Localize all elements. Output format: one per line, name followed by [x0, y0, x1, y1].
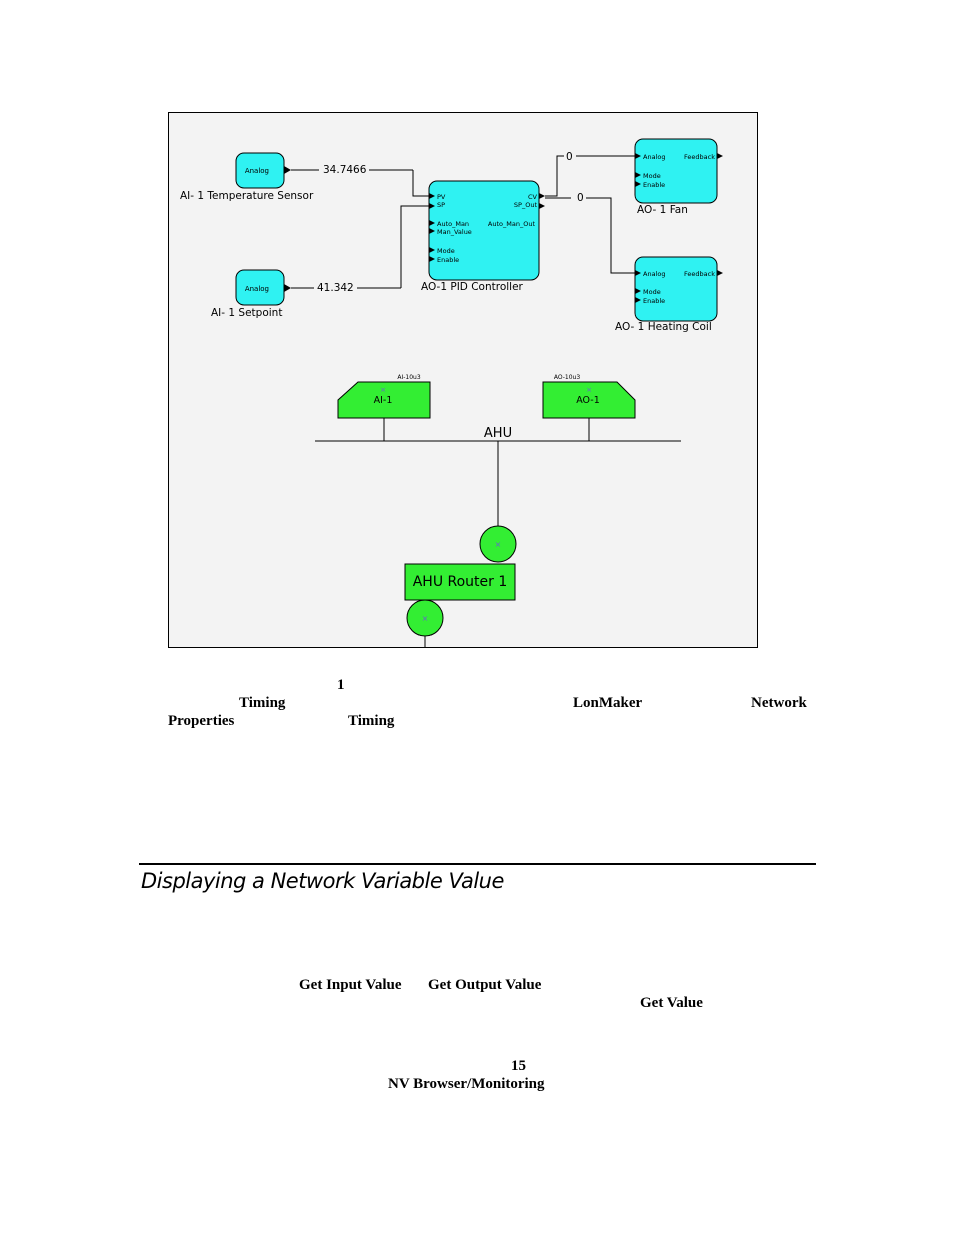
- pid-input-pv: PV: [437, 193, 446, 201]
- coil-value: 0: [577, 192, 584, 204]
- section-heading: Displaying a Network Variable Value: [141, 869, 504, 893]
- ai-temp-value: 34.7466: [323, 164, 367, 176]
- connection-wires: [291, 155, 635, 289]
- figure-number: 1: [337, 677, 345, 693]
- ai-setpoint-block[interactable]: Analog AI- 1 Setpoint 41.342: [211, 269, 354, 319]
- status-x-icon: ×: [586, 386, 592, 394]
- coil-port-icons: [635, 270, 723, 303]
- timing-term-2: Timing: [348, 713, 395, 729]
- fan-label: AO- 1 Fan: [637, 204, 688, 216]
- device-ai-1[interactable]: AI-10u3 × AI-1: [337, 374, 431, 419]
- get-value-term: Get Value: [640, 995, 703, 1011]
- pid-output-auto-man-out: Auto_Man_Out: [488, 220, 536, 228]
- pid-label: AO-1 PID Controller: [421, 281, 524, 293]
- pid-input-mode: Mode: [437, 247, 455, 255]
- coil-output-feedback: Feedback: [684, 270, 715, 278]
- coil-input-enable: Enable: [643, 297, 665, 305]
- status-x-icon: ×: [495, 540, 502, 549]
- pid-input-auto-man: Auto_Man: [437, 220, 469, 228]
- nv-browser-term: NV Browser/Monitoring: [388, 1076, 545, 1092]
- router-name: AHU Router 1: [413, 574, 508, 590]
- ai-setpoint-port-label: Analog: [245, 285, 269, 293]
- figure-15-number: 15: [511, 1058, 526, 1074]
- network-diagram-figure: Analog AI- 1 Temperature Sensor 34.7466 …: [168, 112, 758, 648]
- pid-controller-block[interactable]: PV SP Auto_Man Man_Value Mode Enable CV …: [421, 180, 545, 293]
- timing-term: Timing: [239, 695, 286, 711]
- pid-input-enable: Enable: [437, 256, 459, 264]
- pid-output-cv: CV: [528, 193, 538, 201]
- network-term: Network: [751, 695, 807, 711]
- fan-input-analog: Analog: [643, 153, 665, 161]
- ahu-router[interactable]: × AHU Router 1 ×: [404, 525, 517, 647]
- get-input-value-term: Get Input Value: [299, 977, 402, 993]
- pid-input-sp: SP: [437, 201, 445, 209]
- lonmaker-term: LonMaker: [573, 695, 643, 711]
- fan-input-enable: Enable: [643, 181, 665, 189]
- ai-temp-label: AI- 1 Temperature Sensor: [180, 190, 314, 202]
- ai-temperature-sensor-block[interactable]: Analog AI- 1 Temperature Sensor 34.7466: [180, 152, 367, 202]
- output-port-icon: [284, 284, 291, 292]
- ahu-channel-label: AHU: [484, 426, 512, 441]
- fan-value: 0: [566, 151, 573, 163]
- device-ao-1[interactable]: AO-10u3 × AO-1: [542, 374, 636, 419]
- coil-input-mode: Mode: [643, 288, 661, 296]
- coil-input-analog: Analog: [643, 270, 665, 278]
- device-ai-type: AI-10u3: [397, 374, 420, 381]
- output-port-icon: [284, 166, 291, 174]
- ao-fan-block[interactable]: Analog Mode Enable Feedback AO- 1 Fan 0: [566, 138, 723, 216]
- ai-temp-port-label: Analog: [245, 167, 269, 175]
- fan-input-mode: Mode: [643, 172, 661, 180]
- fan-output-feedback: Feedback: [684, 153, 715, 161]
- ai-setpoint-value: 41.342: [317, 282, 354, 294]
- network-diagram: Analog AI- 1 Temperature Sensor 34.7466 …: [180, 138, 723, 647]
- device-ai-name: AI-1: [374, 395, 393, 406]
- properties-term: Properties: [168, 713, 235, 729]
- fan-port-icons: [635, 153, 723, 187]
- pid-output-sp-out: SP_Out: [514, 201, 538, 209]
- status-x-icon: ×: [422, 614, 429, 623]
- status-x-icon: ×: [380, 386, 386, 394]
- section-divider: [139, 863, 816, 865]
- pid-input-port-icons: [429, 193, 545, 262]
- ahu-channel[interactable]: [315, 418, 681, 526]
- ao-heating-coil-block[interactable]: Analog Mode Enable Feedback AO- 1 Heatin…: [577, 192, 723, 333]
- device-ao-name: AO-1: [576, 395, 600, 406]
- device-ao-type: AO-10u3: [554, 374, 580, 381]
- pid-input-man-value: Man_Value: [437, 228, 472, 236]
- coil-label: AO- 1 Heating Coil: [615, 321, 712, 333]
- get-output-value-term: Get Output Value: [428, 977, 542, 993]
- ai-setpoint-label: AI- 1 Setpoint: [211, 307, 282, 319]
